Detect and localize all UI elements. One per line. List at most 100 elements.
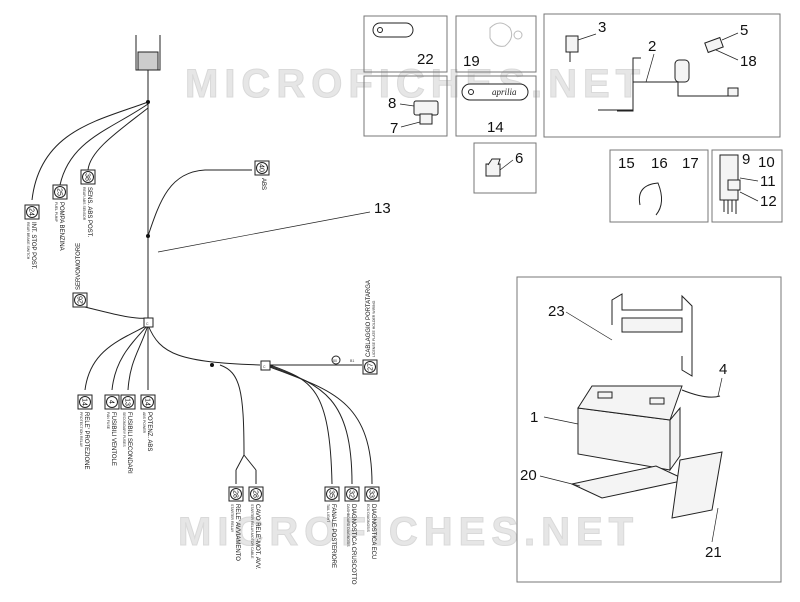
callout-22: 22	[417, 51, 434, 68]
connector-sublabel: ECU DIAGNOSIS	[366, 504, 370, 532]
connector-number: 14	[81, 398, 88, 406]
connector-label: DIAGNOSTICA CRUSCOTTO	[350, 504, 356, 585]
connector-label: ABS	[260, 178, 266, 190]
callout-18: 18	[740, 53, 757, 70]
callout-16: 16	[651, 155, 668, 172]
part-box-22[interactable]: 22	[363, 15, 448, 73]
clamp-c1: C	[146, 322, 149, 326]
connector-number: 32	[348, 490, 355, 498]
clamp-c2: C	[263, 365, 266, 369]
connector-label: CABLAGGIO PORTATARGA	[366, 280, 372, 357]
connector-label: POMPA BENZINA	[58, 202, 64, 251]
connector-number: 38	[84, 173, 91, 181]
connector-label: DIAGNOSTICA ECU	[370, 504, 376, 559]
callout-10: 10	[758, 154, 775, 171]
callout-6: 6	[515, 150, 523, 167]
part-box-19[interactable]: 19	[455, 15, 537, 73]
callout-13: 13	[374, 200, 391, 217]
callout-23: 23	[548, 303, 565, 320]
part-box-15-16-17[interactable]: 15 16 17	[609, 149, 709, 223]
mark-80: 80	[333, 359, 337, 363]
connector-number: 27	[368, 363, 375, 371]
mark-b1: B1	[350, 359, 354, 363]
connector-number: 40	[258, 164, 265, 172]
callout-7: 7	[390, 120, 398, 137]
connector-label: FUSIBILI VENTOLE	[110, 412, 116, 466]
connector-sublabel: DASHBOARD DIAGNOSIS	[346, 504, 350, 547]
connector-sublabel: SECONDARY FUSES	[122, 412, 126, 447]
connector-label: POTENZ. ABS	[146, 412, 152, 451]
connector-label: FANALE POSTERIORE	[330, 504, 336, 568]
callout-12: 12	[760, 193, 777, 210]
connector-number: 26	[78, 296, 85, 304]
connector-sublabel: STARTER RELAY-MOTOR CABLE	[250, 504, 254, 559]
connector-label: SERVOMOTORE	[76, 243, 82, 290]
watermark-bottom: MICROFICHES.NET	[178, 510, 639, 554]
callout-11: 11	[760, 173, 776, 190]
connector-label: CAVO RELE'-MOT. AVV.	[254, 504, 260, 570]
connector-sublabel: FUEL PUMP	[54, 202, 58, 223]
connector-sublabel: LICENSE PLATE HOLDER WIRING	[372, 300, 376, 357]
aprilia-logo-text: aprilia	[492, 87, 517, 97]
part-box-9-12[interactable]: 9 10 11 12	[711, 149, 783, 223]
connector-number: 13	[124, 398, 131, 406]
callout-14: 14	[487, 119, 504, 136]
callout-20: 20	[520, 467, 537, 484]
callout-15: 15	[618, 155, 635, 172]
callout-3: 3	[598, 19, 606, 36]
callout-2: 2	[648, 38, 656, 55]
connector-label: SENS. ABS POST.	[86, 187, 92, 238]
watermark-top: MICROFICHES.NET	[185, 62, 646, 106]
connector-sublabel: FAN FUSE	[106, 412, 110, 430]
battery-box[interactable]: 23 4 1 20 21	[516, 276, 782, 583]
connector-label: RELE' PROTEZIONE	[83, 412, 89, 470]
connector-sublabel: PROTECTION RELAY	[79, 412, 83, 448]
callout-21: 21	[705, 544, 722, 561]
connector-number: 28	[232, 490, 239, 498]
callout-4: 4	[719, 361, 727, 378]
connector-sublabel: REAR BRAKE SWITCH	[26, 222, 30, 260]
callout-17: 17	[682, 155, 699, 172]
part-box-6[interactable]: 6	[473, 142, 537, 194]
callout-1: 1	[530, 409, 538, 426]
connector-label: INT. STOP POST.	[30, 222, 36, 270]
connector-sublabel: TAIL LIGHT	[326, 504, 330, 523]
part-box-2-3-5-18[interactable]: 3 2 5 18	[543, 13, 781, 138]
connector-number: 33	[368, 490, 375, 498]
connector-label: RELE' AVVIAMENTO	[234, 504, 240, 561]
connector-number: 14	[144, 398, 151, 406]
connector-number: 24	[28, 208, 35, 216]
connector-number: 35	[328, 490, 335, 498]
callout-8: 8	[388, 95, 396, 112]
connector-tag: 26 SERVOMOTORE	[72, 243, 88, 308]
connector-number: 4	[108, 400, 115, 404]
connector-sublabel: ABS POWER	[142, 412, 146, 434]
callout-9: 9	[742, 151, 750, 168]
callout-19: 19	[463, 53, 480, 70]
main-wiring-harness[interactable]: C C 80 B1 13	[31, 35, 391, 485]
connector-number: 25	[56, 188, 63, 196]
connector-sublabel: REAR ABS SENSOR	[82, 187, 86, 221]
part-box-7-8[interactable]: 8 7	[363, 75, 448, 137]
callout-5: 5	[740, 22, 748, 39]
part-box-14[interactable]: aprilia 14	[455, 75, 537, 137]
connector-label: FUSIBILI SECONDARI	[126, 412, 132, 474]
connector-sublabel: STARTER RELAY	[230, 504, 234, 533]
connector-number: 28	[252, 490, 259, 498]
